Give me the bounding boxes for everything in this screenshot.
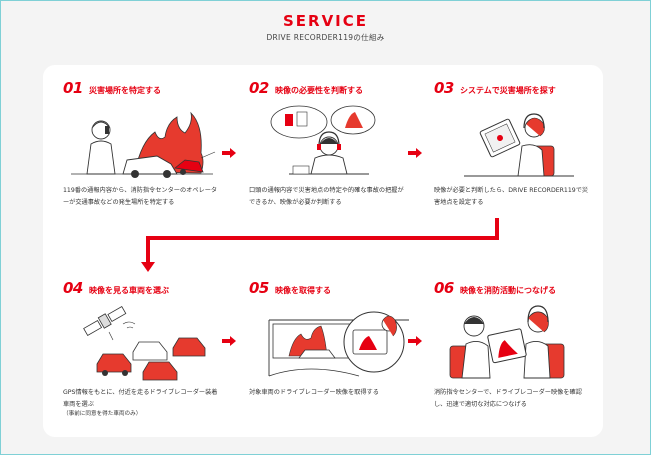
step-01: 01 災害場所を特定する 119番の通報内容から、消防指令センターのオペレーター…	[63, 80, 223, 220]
step-number: 03	[434, 79, 454, 97]
step-number: 04	[63, 279, 83, 297]
step-05: 05 映像を取得する 対象車両のドライブレコーダー映像を取得する	[249, 280, 409, 430]
page-title: SERVICE	[282, 12, 369, 30]
step-description: 口頭の通報内容で災害地点の特定や的確な事故の把握ができるか、映像が必要か判断する	[249, 187, 404, 206]
operator-with-tablet-illustration	[464, 113, 574, 177]
arrow-right-icon	[408, 148, 422, 158]
step-title: 映像を見る車両を選ぶ	[89, 286, 169, 295]
satellite-and-cars-illustration	[83, 305, 206, 381]
step-title: 映像を取得する	[275, 286, 331, 295]
step-description: 消防指令センターで、ドライブレコーダー映像を確認し、迅速で適切な対応につなげる	[434, 389, 582, 408]
step-title: 映像の必要性を判断する	[275, 86, 363, 95]
arrow-right-icon	[222, 336, 236, 346]
page-subtitle: DRIVE RECORDER119の仕組み	[266, 33, 385, 42]
step-02: 02 映像の必要性を判断する 口頭の通報内容で災害地点の特定や的確な事故の把握が…	[249, 80, 409, 220]
step-description: GPS情報をもとに、付近を走るドライブレコーダー装着車両を選ぶ （事前に同意を得…	[63, 387, 223, 419]
step-number: 05	[249, 279, 269, 297]
operator-thinking-illustration	[270, 105, 376, 175]
step-06: 06 映像を消防活動につなげる 消防指令センターで、ドライブレコーダー映像を確認…	[434, 280, 594, 430]
caller-and-accident-illustration	[71, 111, 216, 178]
step-description-text: GPS情報をもとに、付近を走るドライブレコーダー装着車両を選ぶ	[63, 389, 218, 408]
step-description: 映像が必要と判断したら、DRIVE RECORDER119で災害地点を設定する	[434, 187, 589, 206]
step-title: システムで災害場所を探す	[460, 86, 556, 95]
step-title: 災害場所を特定する	[89, 86, 161, 95]
step-description: 対象車両のドライブレコーダー映像を取得する	[249, 389, 379, 396]
dashcam-view-illustration	[268, 311, 409, 377]
arrow-right-icon	[408, 336, 422, 346]
step-note: （事前に同意を得た車両のみ）	[63, 411, 142, 417]
step-04: 04 映像を見る車両を選ぶ GPS情報をもとに、付近を走るドライブレコーダー装着…	[63, 280, 223, 430]
step-number: 01	[63, 79, 83, 97]
step-description: 119番の通報内容から、消防指令センターのオペレーターが交通事故などの発生場所を…	[63, 187, 218, 206]
arrow-right-icon	[222, 148, 236, 158]
step-number: 06	[434, 279, 454, 297]
step-number: 02	[249, 79, 269, 97]
step-title: 映像を消防活動につなげる	[460, 286, 556, 295]
step-03: 03 システムで災害場所を探す 映像が必要と判断したら、DRIVE RECORD…	[434, 80, 594, 220]
operators-viewing-tablet-illustration	[449, 305, 565, 379]
section-heading: SERVICE DRIVE RECORDER119の仕組み	[0, 13, 651, 43]
